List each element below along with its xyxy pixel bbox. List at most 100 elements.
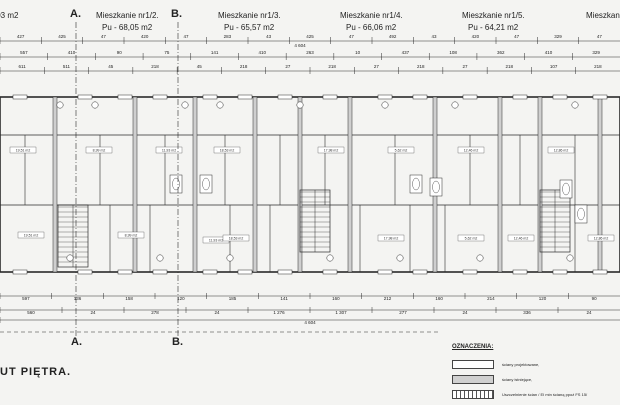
section-mark-a-bottom: A. bbox=[71, 336, 82, 348]
window-top bbox=[277, 94, 293, 100]
apartment-header-5: Mieszkanie nr1/5. Pu - 64,21 m2 bbox=[462, 10, 525, 34]
dimension-label: 410 bbox=[259, 50, 267, 55]
dimension-label: 218 bbox=[506, 64, 514, 69]
room-label-box bbox=[587, 234, 615, 242]
room-number-marker bbox=[571, 101, 579, 109]
dimension-label: 10 bbox=[355, 50, 361, 55]
dimension-label: 511 bbox=[63, 64, 71, 69]
dimension-label: 218 bbox=[417, 64, 425, 69]
legend-item-2: ściany istniejące, bbox=[452, 374, 532, 384]
window-top bbox=[202, 94, 218, 100]
room-number-marker bbox=[56, 101, 64, 109]
room-label-box bbox=[222, 234, 250, 242]
dimension-label: 597 bbox=[22, 296, 30, 301]
room-area-label: 18,53 m2 bbox=[229, 237, 244, 241]
dimension-label: 492 bbox=[389, 34, 397, 39]
room-area-label: 12,86 m2 bbox=[594, 237, 609, 241]
bathtub-fixture bbox=[559, 179, 573, 199]
legend-label-1: ściany projektowane, bbox=[502, 361, 540, 367]
window-top bbox=[12, 94, 28, 100]
dimension-label: 437 bbox=[402, 50, 410, 55]
dimension-label: 336 bbox=[523, 310, 531, 315]
dimension-label: 263 bbox=[306, 50, 314, 55]
room-area-label: 11,93 m2 bbox=[162, 149, 176, 153]
window-top bbox=[592, 94, 608, 100]
apartment-name-5: Mieszkanie nr1/5. bbox=[462, 11, 525, 20]
section-mark-b-top: B. bbox=[171, 8, 182, 20]
apartment-header-6: Mieszkanie nr1/1. bbox=[586, 10, 620, 22]
dimension-label: 24 bbox=[90, 310, 96, 315]
window-top bbox=[377, 94, 393, 100]
window-bottom bbox=[202, 269, 218, 275]
apartment-name-4: Mieszkanie nr1/4. bbox=[340, 11, 403, 20]
room-number-marker bbox=[566, 254, 574, 262]
dimension-label: 283 bbox=[224, 34, 232, 39]
window-top bbox=[77, 94, 93, 100]
legend-swatch-existing bbox=[452, 374, 494, 384]
room-area-label: 18,53 m2 bbox=[220, 149, 235, 153]
room-number-marker bbox=[216, 101, 224, 109]
dimension-label: 278 bbox=[151, 310, 159, 315]
bathtub-basin bbox=[562, 182, 570, 196]
bathtub-basin bbox=[202, 177, 210, 191]
dimension-label: 107 bbox=[550, 64, 558, 69]
apartment-area-3: Pu - 65,57 m2 bbox=[224, 23, 275, 32]
apartment-header-2: Mieszkanie nr1/2. Pu - 68,05 m2 bbox=[96, 10, 159, 34]
window-bottom bbox=[552, 269, 568, 275]
dimension-label: 141 bbox=[211, 50, 219, 55]
dimension-label: 24 bbox=[586, 310, 592, 315]
dimension-label: 410 bbox=[68, 50, 76, 55]
room-area-label: 12,46 m2 bbox=[514, 237, 529, 241]
room-label-box bbox=[213, 146, 241, 154]
dimension-label: 158 bbox=[125, 296, 133, 301]
dimension-label: 218 bbox=[151, 64, 159, 69]
apartment-header-4: Mieszkanie nr1/4. Pu - 66,06 m2 bbox=[340, 10, 403, 34]
dimension-label: 1 276 bbox=[273, 310, 285, 315]
bathtub-fixture bbox=[199, 174, 213, 194]
room-label-box bbox=[317, 146, 345, 154]
dimension-label: 27 bbox=[285, 64, 291, 69]
apartment-header-1: ,03 m2 bbox=[0, 10, 18, 22]
room-number-marker bbox=[66, 254, 74, 262]
window-bottom bbox=[512, 269, 528, 275]
dimension-label: 420 bbox=[472, 34, 480, 39]
window-bottom bbox=[237, 269, 253, 275]
window-bottom bbox=[592, 269, 608, 275]
legend-item-1: ściany projektowane, bbox=[452, 359, 539, 369]
legend-swatch-designed bbox=[452, 359, 494, 369]
dimension-label: 560 bbox=[27, 310, 35, 315]
dimension-label: 420 bbox=[141, 34, 149, 39]
room-area-label: 17,98 m2 bbox=[384, 237, 399, 241]
dimension-label: 90 bbox=[592, 296, 598, 301]
apartment-area-1: ,03 m2 bbox=[0, 11, 19, 20]
room-label-box bbox=[547, 146, 575, 154]
room-area-label: 17,98 m2 bbox=[324, 149, 339, 153]
dimension-label: 120 bbox=[177, 296, 185, 301]
legend-label-2: ściany istniejące, bbox=[502, 376, 533, 382]
partition-wall bbox=[192, 96, 198, 273]
dimension-label: 329 bbox=[592, 50, 600, 55]
room-number-marker bbox=[226, 254, 234, 262]
room-label-box bbox=[507, 234, 535, 242]
dimension-label: 218 bbox=[328, 64, 336, 69]
bathtub-basin bbox=[432, 180, 440, 194]
bathtub-basin bbox=[412, 177, 420, 191]
dimension-label: 160 bbox=[435, 296, 443, 301]
dimension-label: 120 bbox=[539, 296, 547, 301]
window-bottom bbox=[462, 269, 478, 275]
overall-dimension-top: 4 604 bbox=[294, 43, 306, 48]
room-area-label: 12,46 m2 bbox=[464, 149, 479, 153]
section-mark-a-top: A. bbox=[70, 8, 81, 20]
dimension-label: 108 bbox=[449, 50, 457, 55]
room-label-box bbox=[117, 231, 145, 239]
window-top bbox=[117, 94, 133, 100]
room-number-marker bbox=[381, 101, 389, 109]
dimension-label: 557 bbox=[20, 50, 28, 55]
dimension-label: 27 bbox=[374, 64, 380, 69]
dimension-label: 90 bbox=[117, 50, 123, 55]
bathtub-fixture bbox=[574, 204, 588, 224]
room-number-marker bbox=[396, 254, 404, 262]
partition-wall bbox=[52, 96, 58, 273]
window-top bbox=[322, 94, 338, 100]
